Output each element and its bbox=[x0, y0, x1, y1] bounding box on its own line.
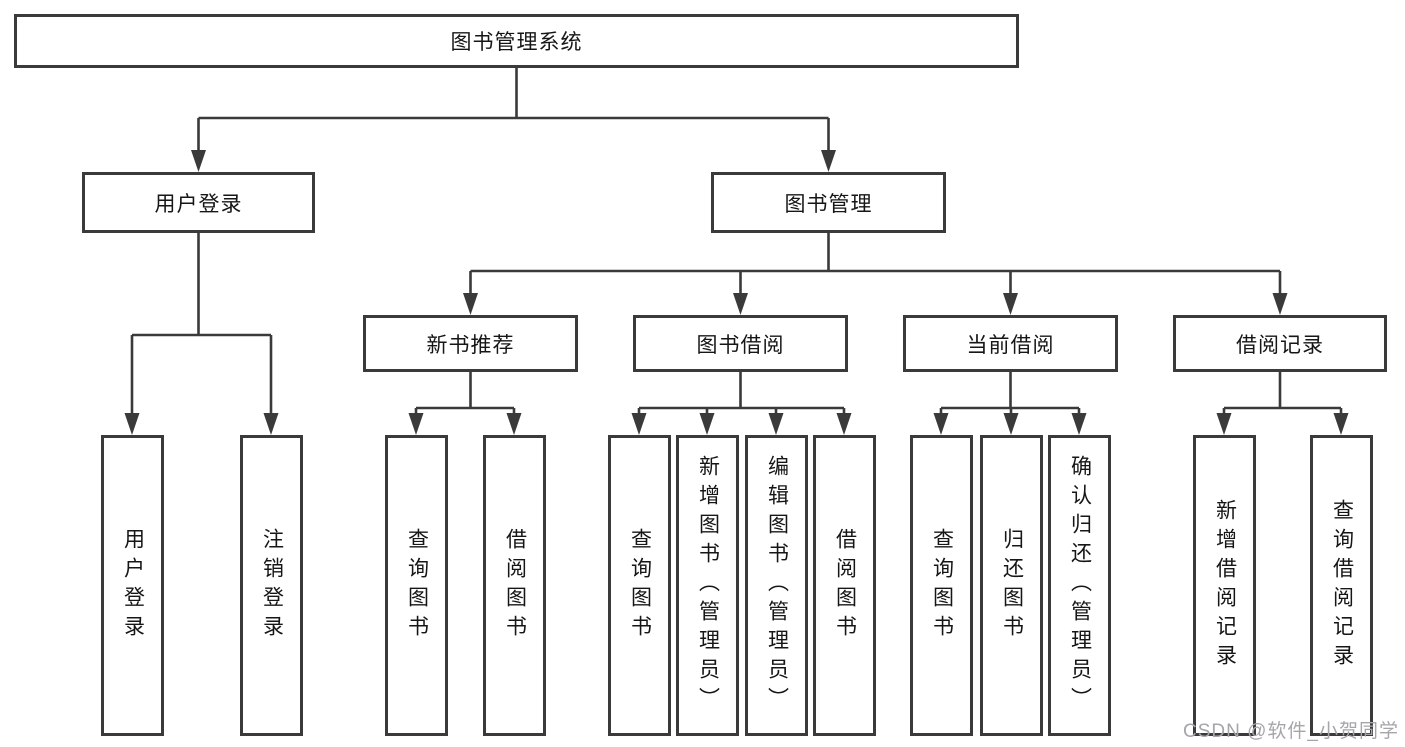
node-query-books-recommend: 查询图书 bbox=[385, 435, 448, 736]
node-return-books: 归还图书 bbox=[980, 435, 1043, 736]
node-confirm-return-admin: 确认归还（管理员） bbox=[1048, 435, 1111, 736]
node-query-books-borrow: 查询图书 bbox=[608, 435, 671, 736]
node-borrow-books-recommend: 借阅图书 bbox=[483, 435, 546, 736]
node-borrow-records: 借阅记录 bbox=[1173, 315, 1387, 372]
csdn-watermark: CSDN @软件_小贺同学 bbox=[1183, 721, 1399, 742]
node-library-management-system: 图书管理系统 bbox=[14, 14, 1019, 68]
node-book-management: 图书管理 bbox=[711, 172, 946, 233]
node-query-books-current: 查询图书 bbox=[910, 435, 973, 736]
node-add-books-admin: 新增图书（管理员） bbox=[676, 435, 739, 736]
node-borrow-books: 借阅图书 bbox=[813, 435, 876, 736]
node-book-borrow: 图书借阅 bbox=[633, 315, 848, 372]
node-logout: 注销登录 bbox=[240, 435, 303, 736]
node-user-login: 用户登录 bbox=[101, 435, 164, 736]
node-user-login-branch: 用户登录 bbox=[82, 172, 315, 233]
node-current-borrow: 当前借阅 bbox=[903, 315, 1118, 372]
node-new-book-recommend: 新书推荐 bbox=[363, 315, 578, 372]
node-edit-books-admin: 编辑图书（管理员） bbox=[745, 435, 808, 736]
node-query-borrow-record: 查询借阅记录 bbox=[1310, 435, 1373, 736]
node-add-borrow-record: 新增借阅记录 bbox=[1193, 435, 1256, 736]
